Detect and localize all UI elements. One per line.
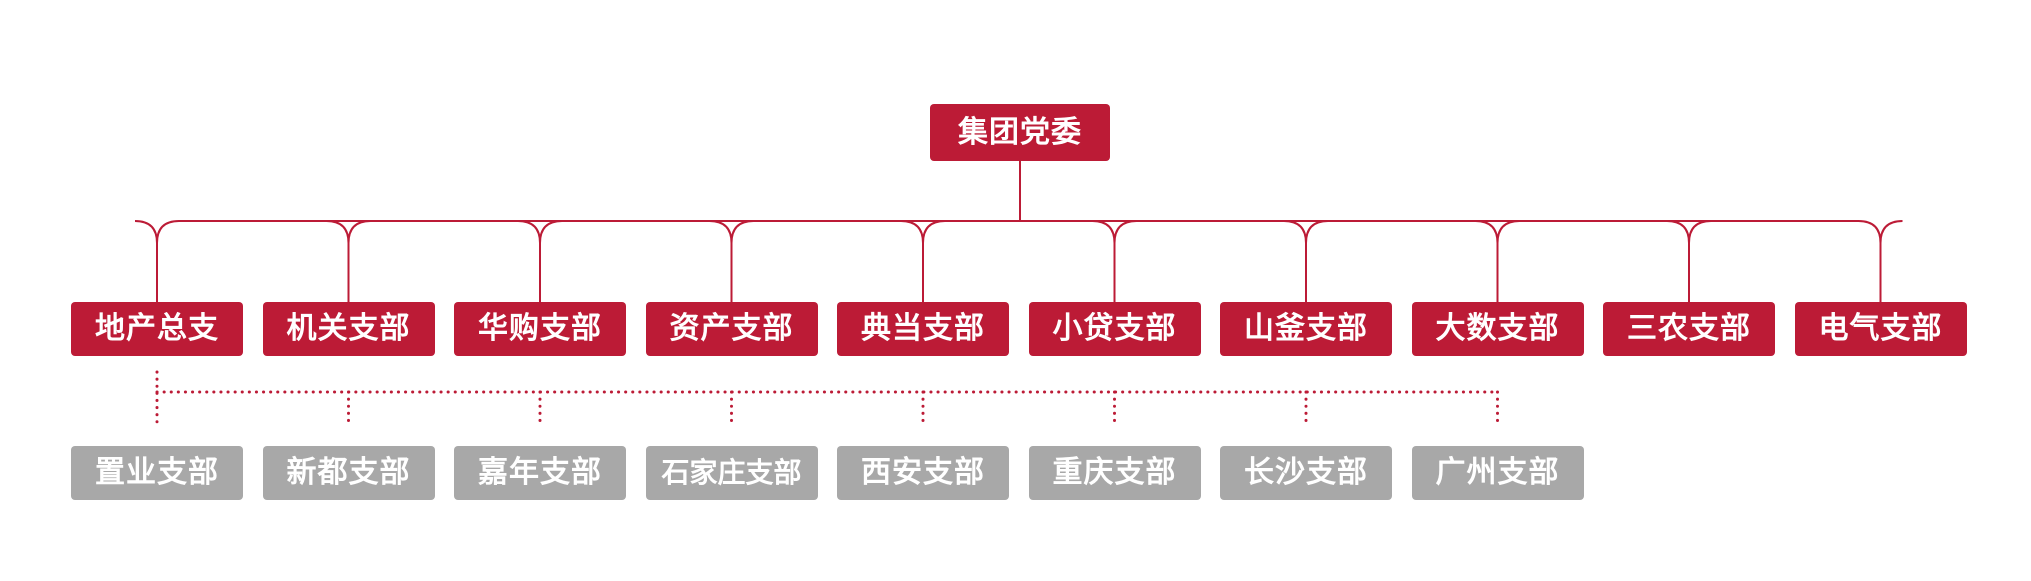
branch-node-1: 地产总支 bbox=[71, 302, 243, 356]
branch-node-3: 华购支部 bbox=[454, 302, 626, 356]
branch-node-2: 机关支部 bbox=[262, 302, 435, 356]
red-connector-lines bbox=[134, 161, 1903, 302]
branch-node-4: 资产支部 bbox=[645, 302, 818, 356]
branch-node-8: 大数支部 bbox=[1411, 302, 1584, 356]
dotted-connector-lines bbox=[155, 370, 1499, 427]
sub-branch-node-8: 广州支部 bbox=[1411, 446, 1584, 500]
branch-connector-6 bbox=[1092, 220, 1137, 302]
branch-connector-2 bbox=[326, 220, 371, 302]
branch-connector-5 bbox=[900, 220, 946, 302]
sub-branch-node-1: 置业支部 bbox=[71, 446, 243, 500]
branch-connector-7 bbox=[1283, 220, 1329, 302]
root-node-group-party-committee: 集团党委 bbox=[930, 104, 1110, 161]
sub-branch-node-6: 重庆支部 bbox=[1028, 446, 1201, 500]
sub-branch-node-7: 长沙支部 bbox=[1220, 446, 1392, 500]
sub-branch-node-4: 石家庄支部 bbox=[645, 446, 818, 500]
branch-connector-8 bbox=[1475, 220, 1520, 302]
branch-connector-10 bbox=[1858, 220, 1903, 302]
branch-node-5: 典当支部 bbox=[837, 302, 1009, 356]
branch-node-9: 三农支部 bbox=[1603, 302, 1775, 356]
branch-node-10: 电气支部 bbox=[1794, 302, 1967, 356]
branch-connector-1 bbox=[134, 220, 180, 302]
branch-connector-9 bbox=[1666, 220, 1712, 302]
branch-connector-3 bbox=[517, 220, 563, 302]
branch-node-7: 山釜支部 bbox=[1220, 302, 1392, 356]
branch-connector-4 bbox=[709, 220, 754, 302]
sub-branch-node-3: 嘉年支部 bbox=[454, 446, 626, 500]
branch-node-6: 小贷支部 bbox=[1028, 302, 1201, 356]
sub-branch-node-2: 新都支部 bbox=[262, 446, 435, 500]
sub-branch-node-5: 西安支部 bbox=[837, 446, 1009, 500]
